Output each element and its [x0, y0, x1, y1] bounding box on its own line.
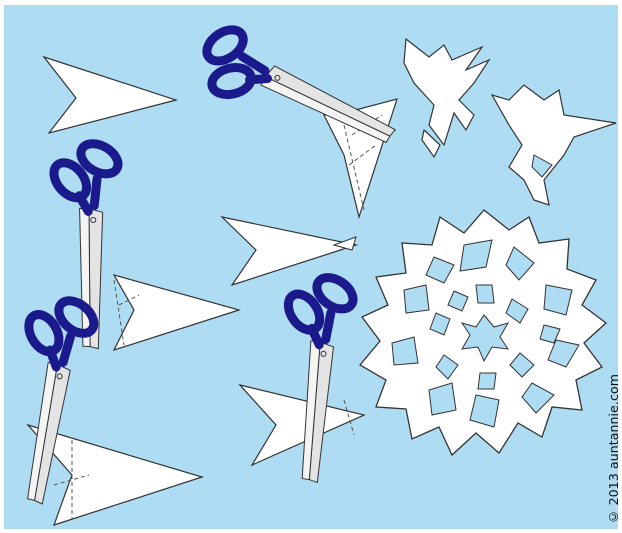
copyright-credit: © 2013 auntannie.com	[606, 374, 621, 525]
illustration-panel	[4, 5, 618, 529]
